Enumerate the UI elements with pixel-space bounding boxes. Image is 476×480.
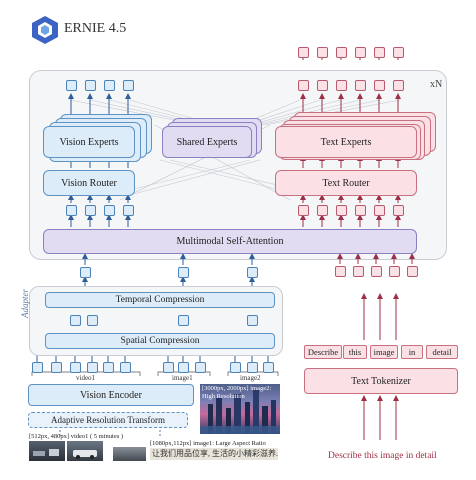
vision-expert-output-token <box>66 80 77 91</box>
text-embedding-token <box>335 266 346 277</box>
adapter-mid-token <box>70 315 81 326</box>
text-embedding-token <box>353 266 364 277</box>
repeat-label: xN <box>430 79 443 90</box>
temporal-compression-box: Temporal Compression <box>45 292 275 308</box>
output-text-token <box>393 47 404 58</box>
vision-token <box>263 362 274 373</box>
segment-label-image2: image2 <box>240 374 261 382</box>
vision-expert-output-token <box>123 80 134 91</box>
vision-token <box>230 362 241 373</box>
text-token-in: in <box>401 345 423 359</box>
output-text-token <box>336 47 347 58</box>
adapter-output-token <box>178 267 189 278</box>
attention-label: Multimodal Self-Attention <box>176 236 284 247</box>
segment-label-video1: video1 <box>76 374 96 382</box>
text-router-box: Text Router <box>275 170 417 196</box>
text-router-label: Text Router <box>322 177 370 189</box>
text-expert-output-token <box>355 80 366 91</box>
text-experts-label: Text Experts <box>320 136 372 148</box>
text-expert-output-token <box>336 80 347 91</box>
vision-router-box: Vision Router <box>43 170 135 196</box>
prompt-text: Describe this image in detail <box>328 451 437 461</box>
vision-encoder-label: Vision Encoder <box>80 389 142 401</box>
vision-router-label: Vision Router <box>61 177 117 189</box>
text-token-image: image <box>370 345 398 359</box>
ernie-logo <box>30 15 60 45</box>
adapter-output-token <box>247 267 258 278</box>
vision-token <box>87 362 98 373</box>
output-text-token <box>374 47 385 58</box>
text-expert-output-token <box>298 80 309 91</box>
video-frame-2 <box>67 441 103 461</box>
adapter-output-token <box>80 267 91 278</box>
ernie-hexagon-logo-icon <box>32 16 58 44</box>
adapter-mid-token <box>178 315 189 326</box>
text-router-input-token <box>355 205 366 216</box>
text-expert-output-token <box>374 80 385 91</box>
vision-expert-output-token <box>104 80 115 91</box>
vision-router-input-token <box>123 205 134 216</box>
video-frame-3 <box>113 447 146 461</box>
vision-token <box>178 362 189 373</box>
text-token-detail: detail <box>426 345 458 359</box>
text-token-this: this <box>343 345 367 359</box>
image2-caption-line1: [3000px, 2000px] image2: <box>202 385 272 392</box>
temporal-compression-label: Temporal Compression <box>115 295 205 305</box>
output-text-token <box>355 47 366 58</box>
vision-router-input-token <box>85 205 96 216</box>
text-experts-box: Text Experts <box>275 126 417 158</box>
multimodal-self-attention-box: Multimodal Self-Attention <box>43 229 417 254</box>
text-embedding-token <box>371 266 382 277</box>
vision-token <box>120 362 131 373</box>
text-embedding-token <box>407 266 418 277</box>
vision-token <box>195 362 206 373</box>
image2-caption-line2: High Resolution <box>202 393 245 400</box>
adaptive-resolution-transform-box: Adaptive Resolution Transform <box>28 412 188 428</box>
model-title: ERNIE 4.5 <box>64 21 127 36</box>
image1-handwritten-text: 让我们用品位享, 生活的小精彩滋养... 来 <box>152 449 278 458</box>
adapter-mid-token <box>247 315 258 326</box>
video-frame-1 <box>29 441 65 461</box>
vision-expert-output-token <box>85 80 96 91</box>
vision-token <box>103 362 114 373</box>
adapter-mid-token <box>87 315 98 326</box>
vision-router-input-token <box>104 205 115 216</box>
video-caption: [512px, 480px] video1 ( 5 minutes ) <box>29 433 124 440</box>
vision-experts-box: Vision Experts <box>43 126 135 158</box>
shared-experts-label: Shared Experts <box>176 136 238 148</box>
vision-token <box>32 362 43 373</box>
vision-token <box>70 362 81 373</box>
text-router-input-token <box>336 205 347 216</box>
vision-token <box>247 362 258 373</box>
text-token-describe: Describe <box>304 345 342 359</box>
adaptive-resolution-label: Adaptive Resolution Transform <box>51 415 165 425</box>
segment-label-image1: image1 <box>172 374 193 382</box>
output-text-token <box>298 47 309 58</box>
text-tokenizer-box: Text Tokenizer <box>304 368 458 394</box>
shared-experts-box: Shared Experts <box>162 126 252 158</box>
spatial-compression-box: Spatial Compression <box>45 333 275 349</box>
text-router-input-token <box>393 205 404 216</box>
output-text-token <box>317 47 328 58</box>
adapter-label: Adapter <box>20 289 30 318</box>
image1-caption: [1080px,112px] image1: Large Aspect Rati… <box>150 440 266 447</box>
vision-token <box>163 362 174 373</box>
text-expert-output-token <box>393 80 404 91</box>
text-expert-output-token <box>317 80 328 91</box>
text-tokenizer-label: Text Tokenizer <box>351 375 411 387</box>
vision-experts-label: Vision Experts <box>59 136 119 148</box>
spatial-compression-label: Spatial Compression <box>120 336 200 346</box>
vision-token <box>51 362 62 373</box>
text-router-input-token <box>298 205 309 216</box>
vision-router-input-token <box>66 205 77 216</box>
vision-encoder-box: Vision Encoder <box>28 384 194 406</box>
image1-large-aspect-ratio-strip: 让我们用品位享, 生活的小精彩滋养... 来 <box>150 448 278 460</box>
image2-high-resolution-photo <box>200 384 280 434</box>
text-router-input-token <box>317 205 328 216</box>
text-router-input-token <box>374 205 385 216</box>
text-embedding-token <box>389 266 400 277</box>
